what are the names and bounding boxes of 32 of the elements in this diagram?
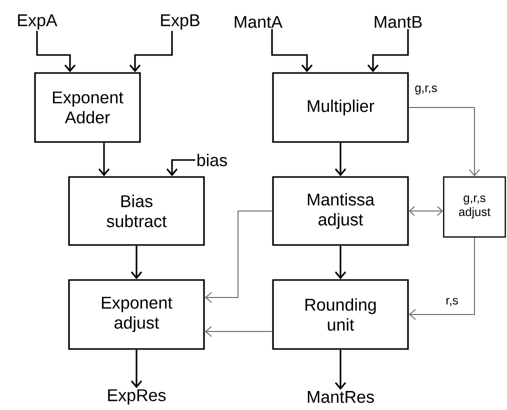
arrow xyxy=(36,30,76,72)
process-box: Rounding unit xyxy=(272,279,409,350)
signal-label: MantRes xyxy=(308,391,374,403)
arrow xyxy=(130,350,142,388)
arrow xyxy=(204,326,273,337)
edge-label: r,s xyxy=(444,297,460,307)
process-box: Mantissa adjust xyxy=(272,176,409,246)
arrow xyxy=(334,350,346,390)
process-box: Bias subtract xyxy=(68,176,205,246)
arrow xyxy=(334,246,346,280)
signal-label: ExpB xyxy=(161,14,200,30)
arrow xyxy=(98,142,110,176)
signal-label: ExpRes xyxy=(108,389,166,405)
process-box: g,r,s adjust xyxy=(443,176,506,238)
edge-label: g,r,s xyxy=(414,84,438,96)
process-box: Exponent Adder xyxy=(34,72,141,143)
signal-label: MantB xyxy=(374,16,422,28)
arrow xyxy=(130,246,142,280)
signal-label: bias xyxy=(198,154,227,166)
arrow xyxy=(408,237,475,320)
arrow xyxy=(367,29,409,72)
signal-label: MantA xyxy=(234,16,283,28)
arrow xyxy=(408,107,480,176)
arrow xyxy=(129,30,173,72)
process-box: Exponent adjust xyxy=(68,279,205,350)
arrow xyxy=(408,206,444,216)
signal-label: ExpA xyxy=(18,14,58,30)
arrow xyxy=(166,159,196,176)
process-box: Multiplier xyxy=(272,72,409,143)
arrow xyxy=(204,210,273,303)
arrow xyxy=(334,142,346,176)
arrow xyxy=(271,29,313,72)
